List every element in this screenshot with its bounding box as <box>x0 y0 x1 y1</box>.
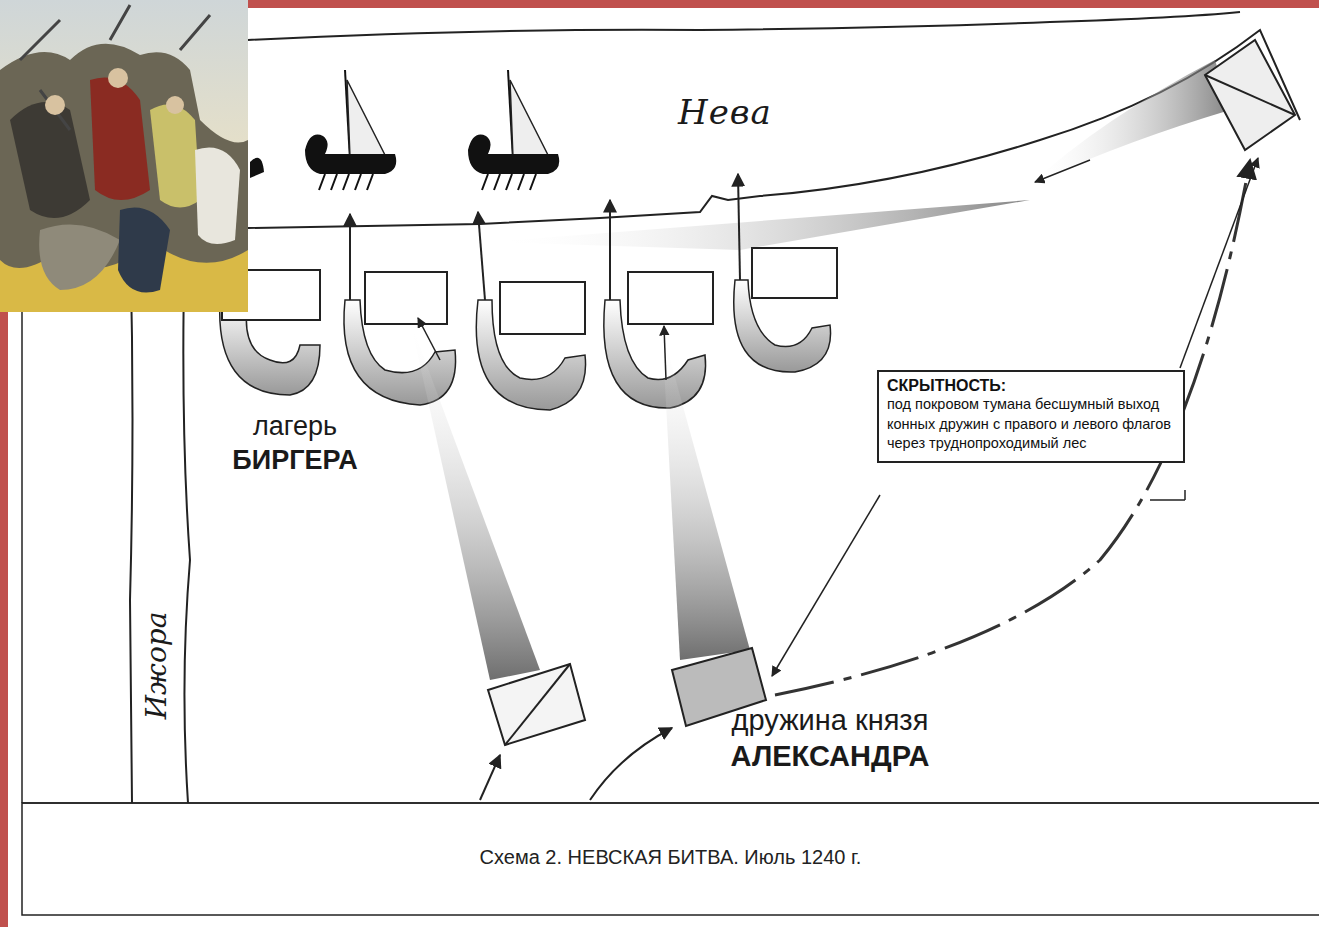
caption: Схема 2. НЕВСКАЯ БИТВА. Июль 1240 г. <box>22 846 1319 869</box>
callout-heading: СКРЫТНОСТЬ: <box>887 377 1175 395</box>
army-label: дружина князя АЛЕКСАНДРА <box>665 702 995 775</box>
callout-box: СКРЫТНОСТЬ:под покровом тумана бесшумный… <box>877 370 1185 463</box>
river-label: Нева <box>678 92 772 132</box>
camp-label: лагерь БИРГЕРА <box>220 410 370 478</box>
river-label: Ижора <box>140 611 173 719</box>
callout-text: под покровом тумана бесшумный выход конн… <box>887 395 1175 454</box>
battle-painting <box>0 0 248 312</box>
